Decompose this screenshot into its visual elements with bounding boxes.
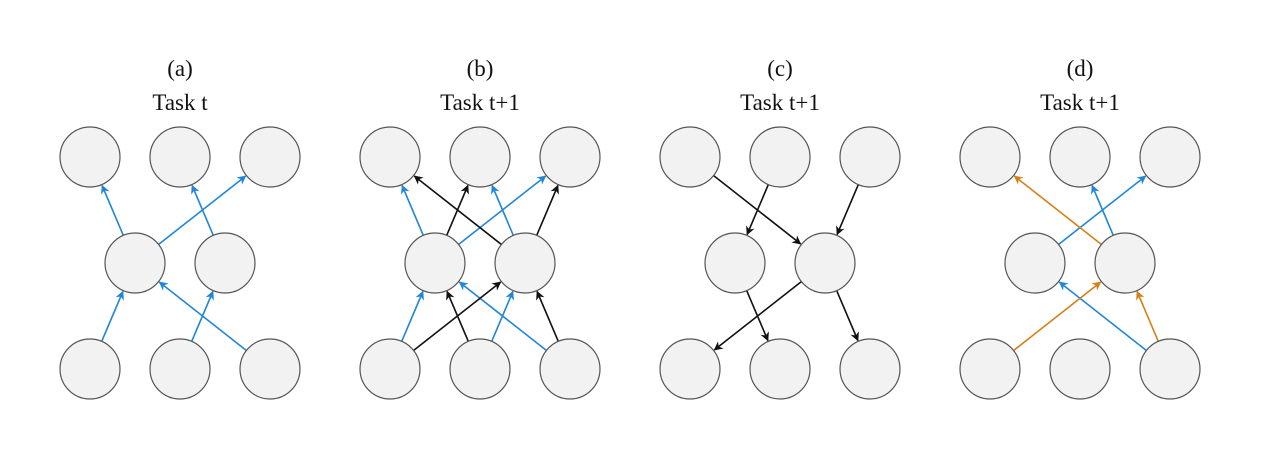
node-middle-1 <box>1094 232 1156 294</box>
panel-a-nodes <box>59 126 301 400</box>
node-bottom-0 <box>959 338 1021 400</box>
panel-d-title: Task t+1 <box>1040 90 1120 115</box>
node-top-1 <box>1049 126 1111 188</box>
edge-orange-b0-to-m1 <box>1002 281 1102 360</box>
node-top-2 <box>1139 126 1201 188</box>
node-bottom-0 <box>59 338 121 400</box>
edge-blue-m0-to-t2 <box>147 175 247 254</box>
node-bottom-2 <box>539 338 601 400</box>
node-middle-0 <box>404 232 466 294</box>
node-top-0 <box>359 126 421 188</box>
node-top-2 <box>839 126 901 188</box>
node-top-1 <box>749 126 811 188</box>
node-bottom-1 <box>1049 338 1111 400</box>
node-bottom-2 <box>1139 338 1201 400</box>
node-bottom-1 <box>149 338 211 400</box>
edge-blue-m0-to-t2 <box>447 175 547 254</box>
node-top-0 <box>59 126 121 188</box>
node-middle-1 <box>194 232 256 294</box>
panel-d: (d) Task t+1 <box>959 56 1201 400</box>
panel-b-title: Task t+1 <box>440 90 520 115</box>
edge-black-b0-to-m1 <box>402 281 502 360</box>
node-bottom-1 <box>749 338 811 400</box>
node-middle-0 <box>1004 232 1066 294</box>
edge-black-m1-to-b0 <box>713 272 813 351</box>
node-top-2 <box>239 126 301 188</box>
node-top-1 <box>149 126 211 188</box>
panel-c-title: Task t+1 <box>740 90 820 115</box>
node-bottom-0 <box>659 338 721 400</box>
node-middle-1 <box>794 232 856 294</box>
node-top-1 <box>449 126 511 188</box>
node-middle-0 <box>104 232 166 294</box>
panel-d-nodes <box>959 126 1201 400</box>
node-bottom-1 <box>449 338 511 400</box>
panel-b-label: (b) <box>467 56 494 81</box>
edge-blue-m0-to-t2 <box>1047 175 1147 254</box>
panel-c-nodes <box>659 126 901 400</box>
node-top-2 <box>539 126 601 188</box>
edge-blue-b2-to-m0 <box>1058 281 1158 360</box>
node-middle-0 <box>704 232 766 294</box>
edge-orange-m1-to-t0 <box>1013 175 1113 254</box>
node-middle-1 <box>494 232 556 294</box>
panel-c-label: (c) <box>767 56 793 81</box>
panel-b-nodes <box>359 126 601 400</box>
panel-b: (b) Task t+1 <box>359 56 601 400</box>
node-bottom-2 <box>239 338 301 400</box>
node-bottom-2 <box>839 338 901 400</box>
node-top-0 <box>959 126 1021 188</box>
node-top-0 <box>659 126 721 188</box>
edge-black-t0-to-m1 <box>702 166 802 245</box>
panel-a-title: Task t <box>152 90 208 115</box>
edge-black-m1-to-t0 <box>413 175 513 254</box>
edge-blue-b2-to-m0 <box>458 281 558 360</box>
panel-c: (c) Task t+1 <box>659 56 901 400</box>
edge-blue-b2-to-m0 <box>158 281 258 360</box>
panel-a-label: (a) <box>167 56 193 81</box>
panel-d-label: (d) <box>1067 56 1094 81</box>
panel-a: (a) Task t <box>59 56 301 400</box>
node-bottom-0 <box>359 338 421 400</box>
